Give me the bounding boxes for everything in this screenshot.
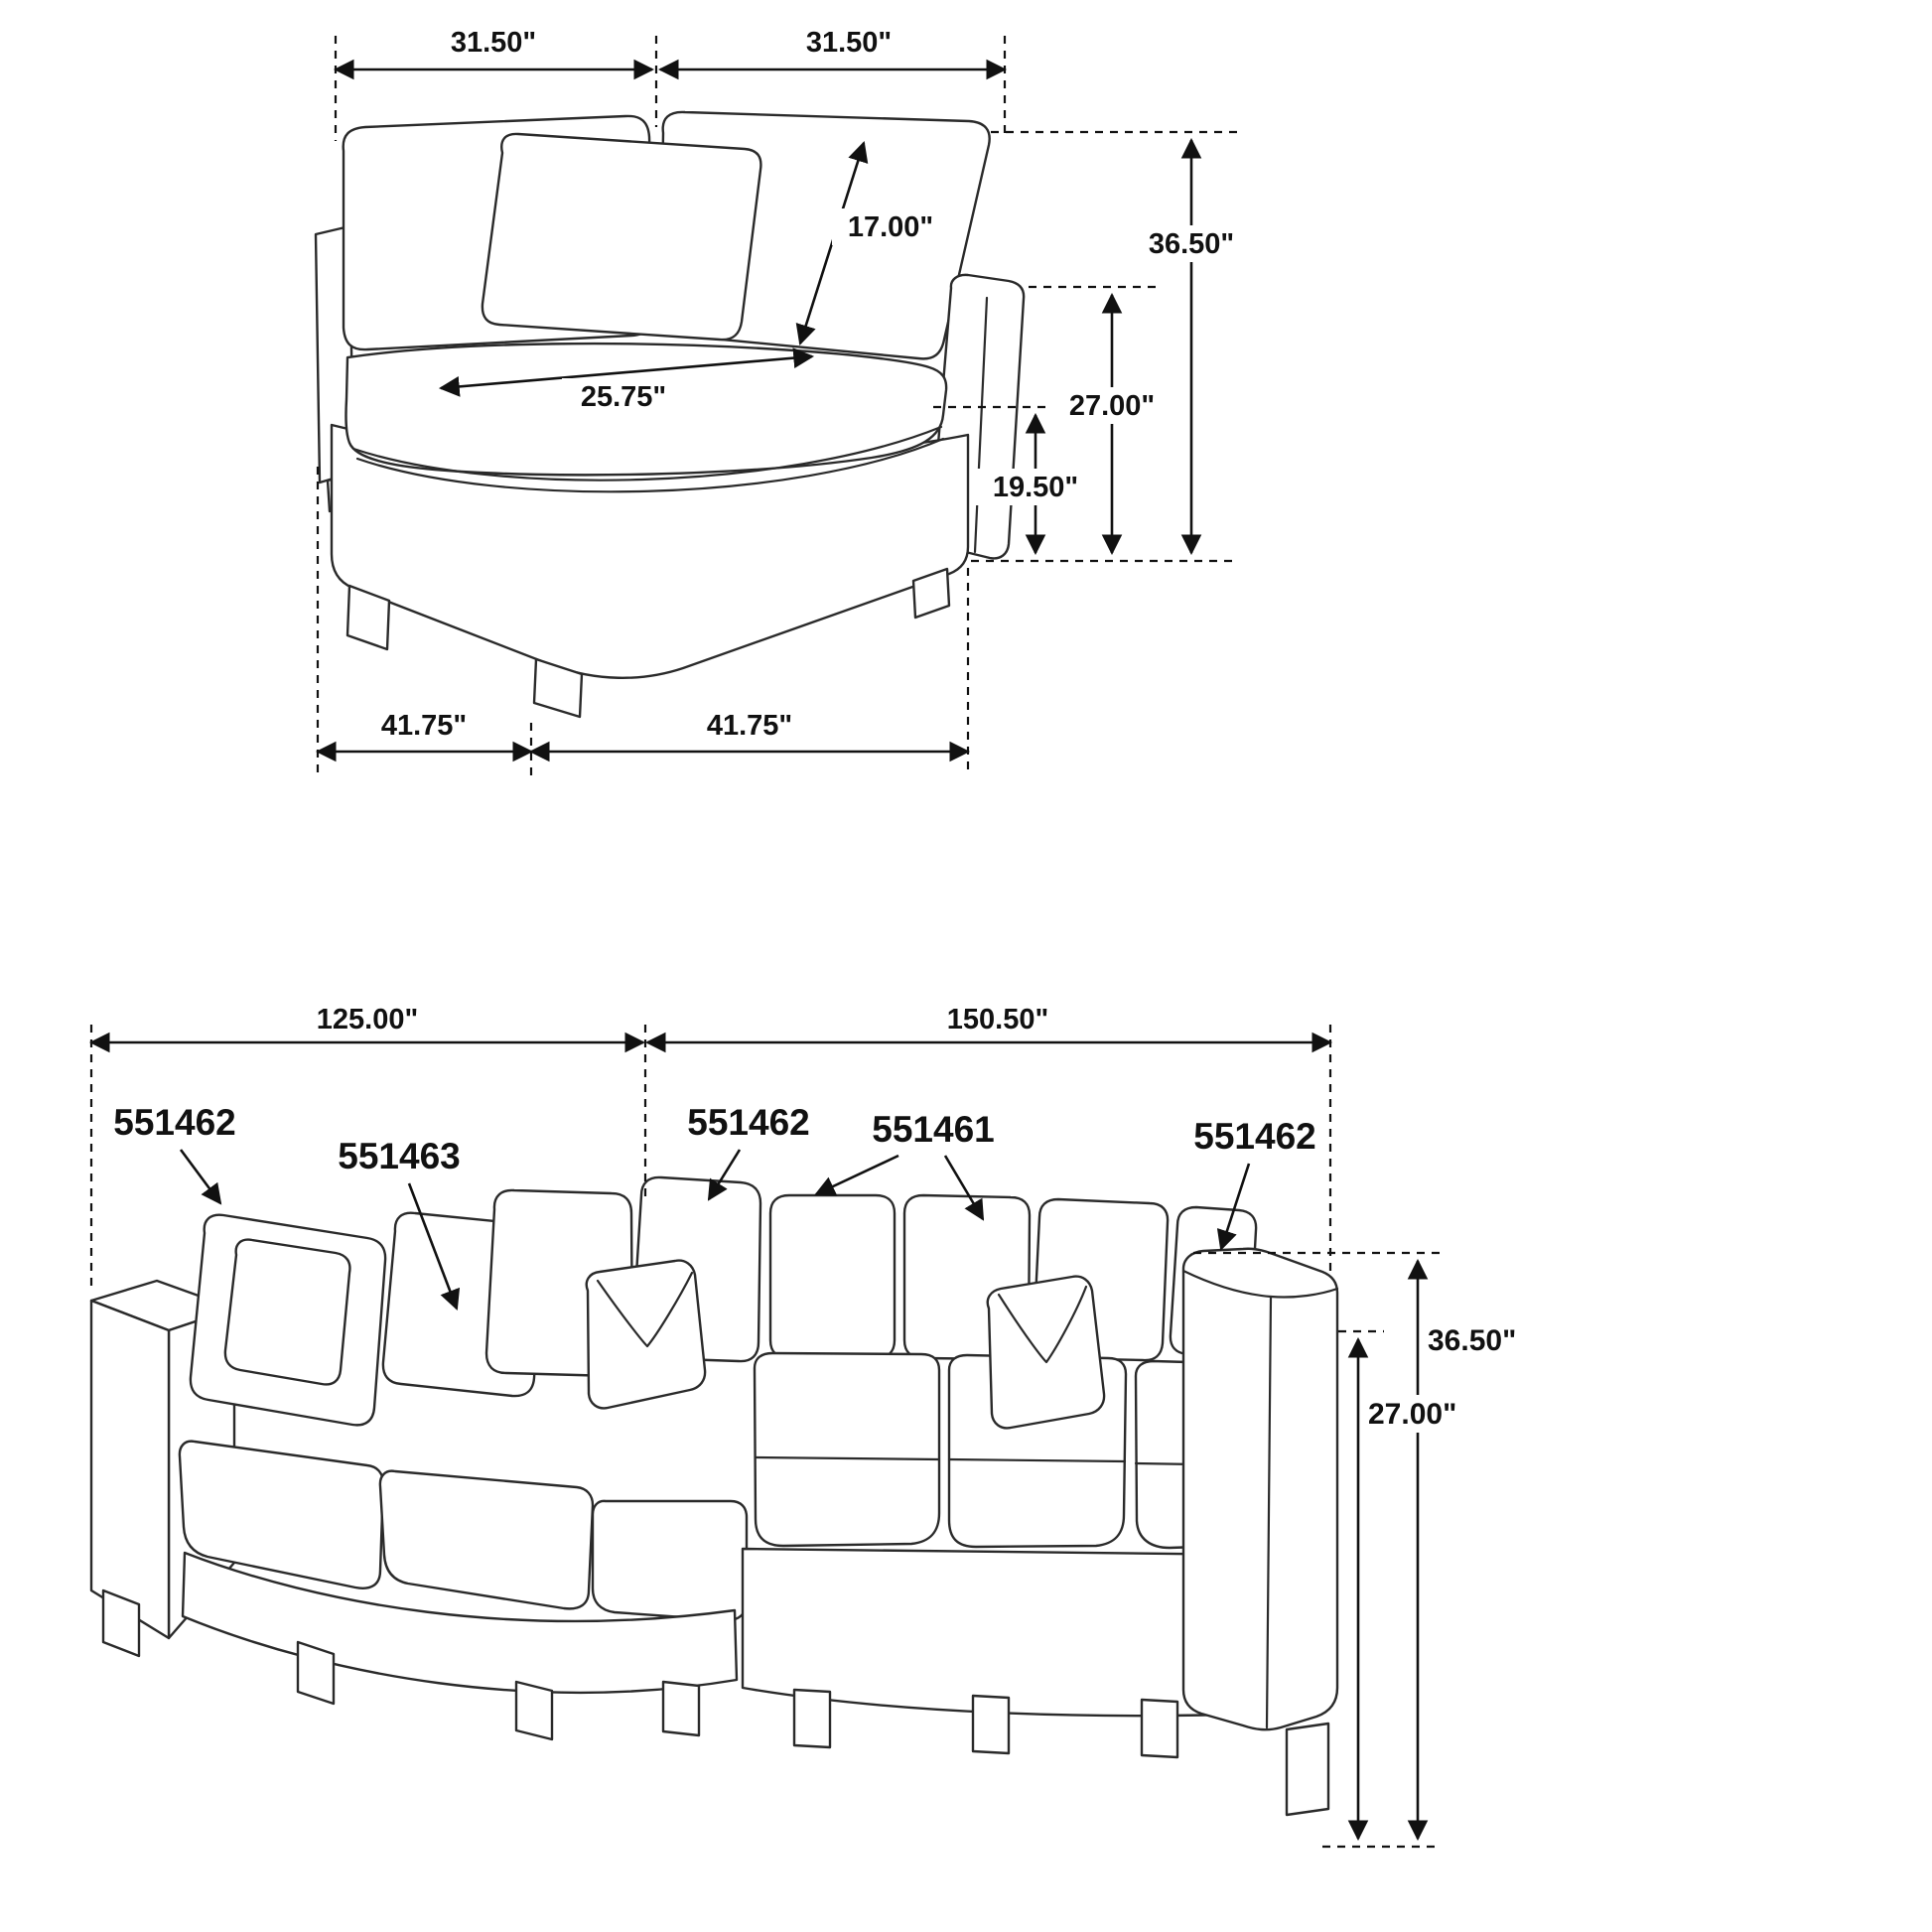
label-background <box>974 469 1098 505</box>
right-arm <box>1181 1247 1339 1731</box>
folded-accent-pillow <box>986 1275 1106 1430</box>
sku-arrow <box>707 1149 742 1201</box>
sku-label: 551461 <box>872 1109 994 1150</box>
corner-seat-cushion <box>591 1499 749 1622</box>
sku-arrow <box>943 1155 985 1221</box>
back-pillow <box>223 1238 351 1386</box>
label-background <box>1130 225 1254 262</box>
right-arm-edge <box>973 296 989 554</box>
sku-label: 551462 <box>1193 1116 1315 1157</box>
seat-front-piping <box>355 437 945 493</box>
sofa-legs <box>101 1588 1179 1759</box>
dim-overall-height: 36.50" <box>1428 1324 1516 1357</box>
sku-arrow <box>1216 1163 1251 1251</box>
label-background <box>562 378 685 415</box>
sectional-drawing <box>89 1175 1339 1817</box>
dim-line-seat-depth <box>438 347 815 397</box>
seat-seam <box>754 1455 941 1461</box>
label-background <box>832 208 949 245</box>
pillow-crease <box>997 1285 1088 1364</box>
dim-left-length: 125.00" <box>317 1004 418 1035</box>
back-cushion <box>768 1193 897 1360</box>
right-arm-leg <box>1285 1722 1330 1817</box>
dim-base-width-right: 41.75" <box>707 710 792 742</box>
dim-overall-height: 36.50" <box>1149 228 1234 260</box>
sku-label: 551462 <box>687 1102 809 1143</box>
label-background <box>1050 387 1174 424</box>
left-arm-front <box>89 1299 171 1640</box>
dim-seat-depth: 25.75" <box>581 381 666 413</box>
dim-right-length: 150.50" <box>947 1004 1048 1035</box>
folded-accent-pillow <box>585 1259 707 1410</box>
sku-arrow <box>179 1149 222 1205</box>
corner-module-dimensions: 31.50" 31.50" 41.75" 41.75" 36.50" 27.00… <box>315 27 1254 776</box>
pillow-crease <box>596 1271 694 1348</box>
sku-label: 551462 <box>113 1102 235 1143</box>
right-arm-front-crease <box>1265 1295 1273 1729</box>
dim-back-width-right: 31.50" <box>806 27 892 59</box>
accent-pillow <box>481 132 762 342</box>
sku-arrow <box>814 1154 899 1196</box>
chair-legs <box>345 567 951 719</box>
dim-arm-height: 27.00" <box>1069 390 1155 422</box>
dim-seat-height: 19.50" <box>993 472 1078 503</box>
seat-seam <box>947 1457 1127 1463</box>
dim-base-width-left: 41.75" <box>381 710 467 742</box>
sku-label: 551463 <box>338 1136 460 1176</box>
seat-cushion <box>378 1469 595 1610</box>
seat-cushion <box>178 1440 385 1589</box>
seat-cushion <box>753 1351 941 1548</box>
label-background <box>1362 1395 1489 1433</box>
dim-back-width-left: 31.50" <box>451 27 536 59</box>
dim-arm-height: 27.00" <box>1368 1398 1456 1431</box>
dim-back-cushion: 17.00" <box>848 211 933 243</box>
seat-front-seam <box>351 425 943 482</box>
sku-arrow <box>407 1182 461 1311</box>
sectional-dimensions: 125.00" 150.50" 36.50" 27.00" 551462 551… <box>88 1004 1516 1849</box>
